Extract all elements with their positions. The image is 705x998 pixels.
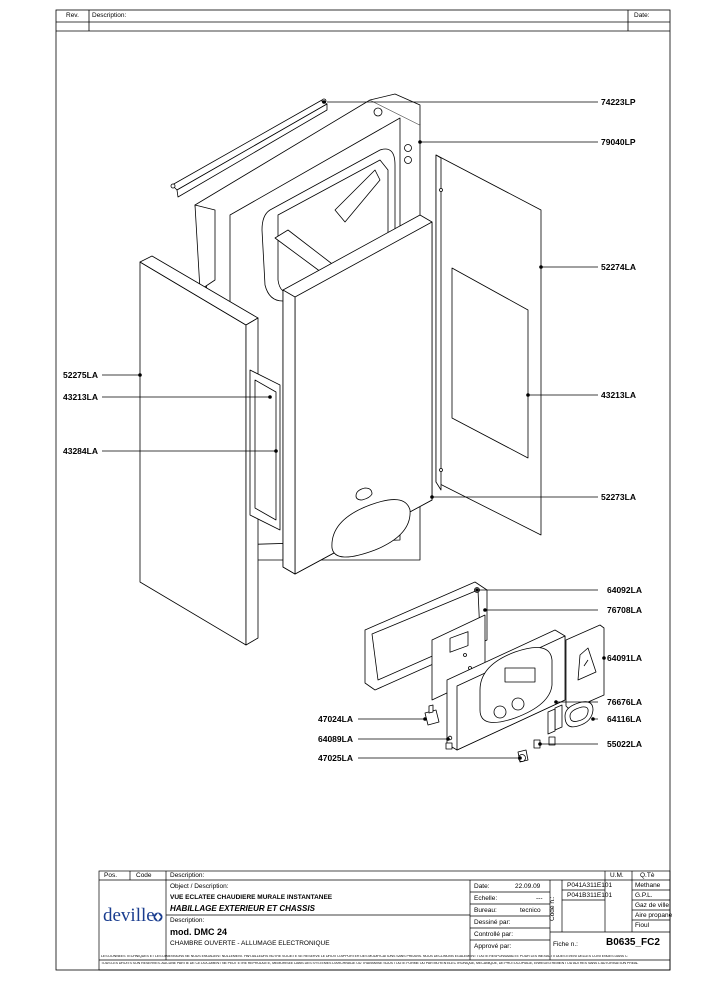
part-label: 47025LA xyxy=(318,753,353,763)
dessine-label: Dessiné par: xyxy=(474,919,511,926)
echelle-label: Echelle: xyxy=(474,895,498,902)
part-label: 79040LP xyxy=(601,137,636,147)
pos-label: Pos. xyxy=(104,872,118,879)
deville-logo: deville xyxy=(103,905,155,926)
object-line1: VUE ECLATEE CHAUDIERE MURALE INSTANTANEE xyxy=(170,894,333,901)
gas-type: Fioul xyxy=(635,922,650,929)
warning-cover xyxy=(565,624,605,711)
code-2: P041B311E101 xyxy=(567,892,613,899)
front-panel xyxy=(282,214,433,575)
model-name: mod. DMC 24 xyxy=(170,927,228,937)
controle-label: Controllé par: xyxy=(474,931,514,938)
part-label: 64091LA xyxy=(607,653,642,663)
code-1: P041A311E101 xyxy=(567,882,613,889)
code-label: Code xyxy=(136,872,152,879)
gas-type: G.P.L. xyxy=(635,892,653,899)
part-label: 52273LA xyxy=(601,492,636,502)
bureau-value: tecnico xyxy=(520,907,541,914)
gas-type: Aire propane xyxy=(635,912,673,919)
insulation-panels xyxy=(249,369,281,531)
disclaimer-line-1: LES DONNEES TECHNIQUES ET LES DIMENSIONS… xyxy=(101,955,628,958)
gas-type: Gaz de ville xyxy=(635,902,669,909)
approve-label: Apprové par: xyxy=(474,943,512,950)
title-block-grid xyxy=(98,870,671,971)
code-n-label: Code n.: xyxy=(549,896,556,921)
rev-label: Rev. xyxy=(66,12,79,19)
top-rail xyxy=(170,98,328,198)
right-side-panel xyxy=(435,154,542,536)
deville-logo-mark xyxy=(153,912,163,922)
qte-label: Q.Tè xyxy=(640,872,655,879)
description-label: Description: xyxy=(170,872,205,879)
control-panel xyxy=(445,629,566,751)
part-label: 76708LA xyxy=(607,605,642,615)
object-label: Object / Description: xyxy=(170,883,229,890)
object-line2: HABILLAGE EXTERIEUR ET CHASSIS xyxy=(170,904,315,913)
left-side-panel xyxy=(139,255,259,646)
part-label: 43213LA xyxy=(63,392,98,402)
fiche-value: B0635_FC2 xyxy=(606,937,660,948)
part-label: 64092LA xyxy=(607,585,642,595)
part-label: 52275LA xyxy=(63,370,98,380)
date-value: 22.09.09 xyxy=(515,883,541,890)
gas-type: Methane xyxy=(635,882,661,889)
part-label: 64116LA xyxy=(607,714,642,724)
model-description: CHAMBRE OUVERTE - ALLUMAGE ELECTRONIQUE xyxy=(170,940,330,947)
fiche-label: Fiche n.: xyxy=(553,941,578,948)
part-label: 74223LP xyxy=(601,97,636,107)
header-description-label: Description: xyxy=(92,12,127,19)
leader-dots xyxy=(138,100,606,760)
part-label: 43284LA xyxy=(63,446,98,456)
leader-lines xyxy=(102,101,605,759)
part-label: 64089LA xyxy=(318,734,353,744)
um-label: U.M. xyxy=(610,872,624,879)
part-label: 52274LA xyxy=(601,262,636,272)
exploded-view xyxy=(139,93,605,763)
echelle-value: --- xyxy=(536,895,543,902)
bureau-label: Bureau: xyxy=(474,907,497,914)
part-label: 55022LA xyxy=(607,739,642,749)
header-date-label: Date: xyxy=(634,12,650,19)
disclaimer-line-2: TOUS LES DROITS SON RESERVES. AUCUNE PAR… xyxy=(101,962,639,965)
date-label: Date: xyxy=(474,883,490,890)
description-label-2: Description: xyxy=(170,917,205,924)
part-label: 43213LA xyxy=(601,390,636,400)
part-label: 47024LA xyxy=(318,714,353,724)
part-label: 76676LA xyxy=(607,697,642,707)
